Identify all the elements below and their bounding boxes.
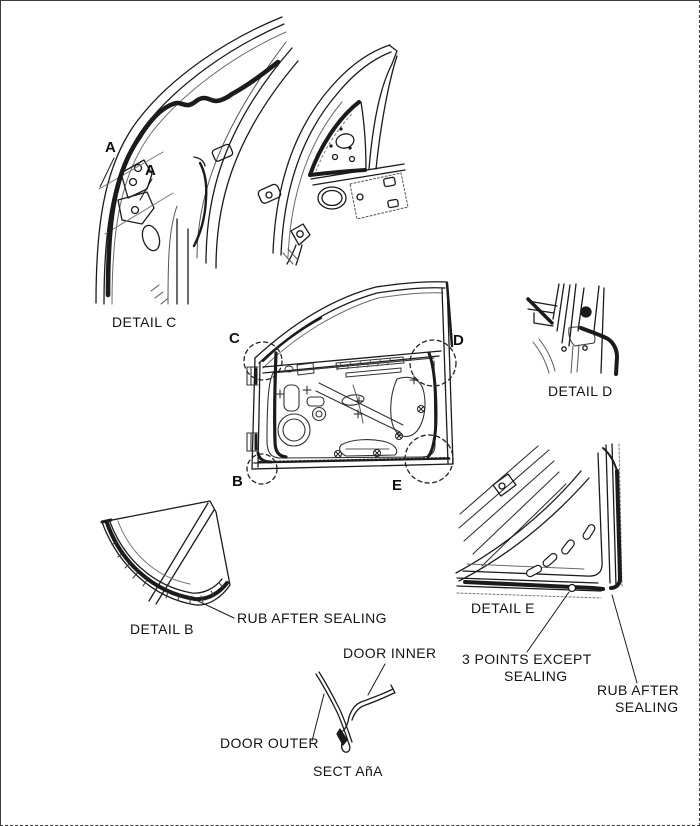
- detail-marker-d: D: [453, 332, 464, 349]
- detail-marker-e: E: [392, 477, 403, 494]
- door-outer-label: DOOR OUTER: [220, 735, 319, 751]
- rub-after-sealing-e-label-line2: SEALING: [615, 699, 679, 715]
- section-a-a-drawing: [311, 663, 396, 753]
- rub-after-sealing-label: RUB AFTER SEALING: [237, 610, 387, 626]
- mirror-mount-drawing: [272, 44, 409, 266]
- detail-c-label: DETAIL C: [112, 314, 177, 330]
- rub-after-sealing-e-label-line1: RUB AFTER: [597, 682, 680, 698]
- detail-b-drawing: [100, 500, 235, 619]
- three-points-except-label-line2: SEALING: [504, 668, 568, 684]
- detail-d-drawing: [526, 283, 619, 376]
- detail-marker-b: B: [232, 473, 243, 490]
- sealer-point-dot: [580, 306, 592, 318]
- section-marker-a1: A: [105, 139, 116, 156]
- section-marker-a2: A: [145, 162, 156, 179]
- door-inner-label: DOOR INNER: [343, 645, 437, 661]
- section-title-label: SECT AñA: [313, 763, 383, 779]
- detail-e-drawing: [455, 443, 638, 684]
- detail-d-label: DETAIL D: [548, 383, 613, 399]
- three-points-except-label-line1: 3 POINTS EXCEPT: [462, 651, 592, 667]
- detail-e-label: DETAIL E: [471, 600, 535, 616]
- detail-c-drawing: [95, 16, 299, 305]
- door-panel-drawing: [243, 281, 457, 485]
- sealer-bead: [336, 728, 348, 746]
- detail-marker-c: C: [229, 330, 240, 347]
- detail-b-label: DETAIL B: [130, 621, 194, 637]
